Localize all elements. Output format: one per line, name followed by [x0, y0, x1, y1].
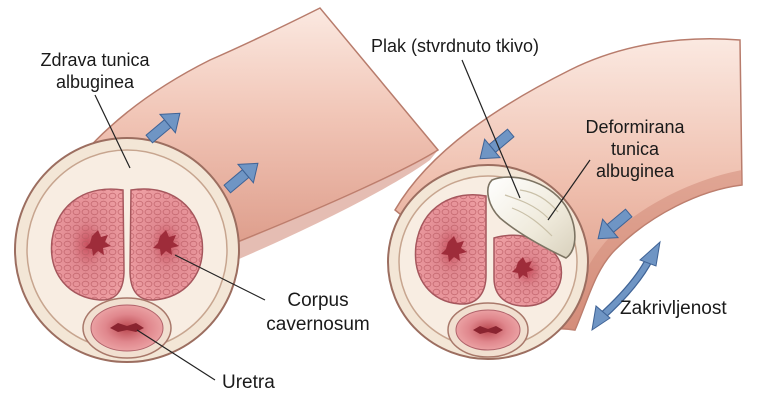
curvature-arrow	[591, 240, 661, 332]
leader-plaque	[461, 59, 521, 199]
leader-healthy-tunica	[94, 94, 131, 169]
label-deformed-2: tunica	[611, 139, 660, 159]
leader-deformed	[547, 159, 591, 221]
label-curvature: Zakrivljenost	[620, 298, 727, 319]
leader-urethra	[136, 329, 216, 381]
healthy-corpus-left-cells	[51, 189, 124, 301]
deformed-shaft-shadow	[560, 170, 742, 330]
healthy-arrow-lower	[223, 162, 259, 194]
plaque-region	[487, 176, 576, 259]
label-healthy-tunica-2: albuginea	[56, 72, 135, 92]
healthy-corpus-right-lumen	[153, 230, 179, 256]
label-deformed-3: albuginea	[596, 161, 675, 181]
deformed-arrow-side	[597, 208, 633, 240]
healthy-cross-section-group	[14, 7, 440, 363]
healthy-arrow-upper	[145, 112, 181, 144]
leader-corpus	[174, 254, 266, 301]
label-urethra: Uretra	[222, 372, 275, 393]
deformed-cross-section-group	[387, 38, 743, 360]
label-corpus-2: cavernosum	[266, 314, 370, 335]
deformed-arrow-upper	[479, 128, 515, 160]
label-plaque: Plak (stvrdnuto tkivo)	[371, 36, 539, 56]
deformed-corpus-left-lumen	[441, 236, 467, 262]
label-corpus-1: Corpus	[287, 290, 348, 311]
label-deformed-1: Deformirana	[585, 117, 685, 137]
healthy-corpus-left-lumen	[85, 230, 111, 256]
deformed-urethra-lumen	[473, 326, 503, 334]
deformed-corpus-right-lumen	[512, 257, 534, 279]
healthy-urethra-lumen	[110, 323, 144, 332]
label-healthy-tunica-1: Zdrava tunica	[40, 50, 150, 70]
healthy-shaft-shadow	[230, 150, 438, 262]
